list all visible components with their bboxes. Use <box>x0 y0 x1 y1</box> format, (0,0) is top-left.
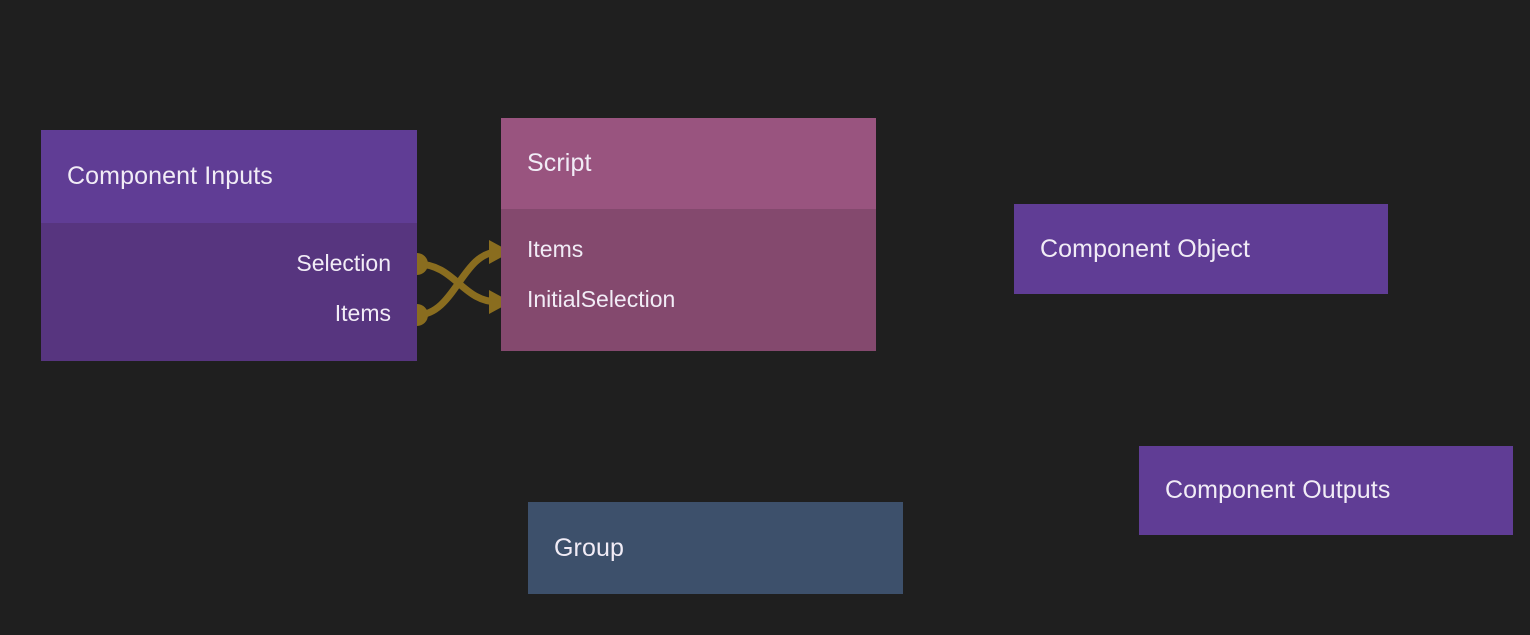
input-port-initialselection[interactable]: InitialSelection <box>501 274 876 324</box>
output-port-selection[interactable]: Selection <box>41 238 417 288</box>
wire-selection-to-initialselection <box>413 260 502 306</box>
node-group[interactable]: Group <box>528 502 903 594</box>
node-component-outputs[interactable]: Component Outputs <box>1139 446 1513 535</box>
input-port-label-items: Items <box>527 235 584 262</box>
node-body-script: Items InitialSelection <box>501 209 876 351</box>
node-component-inputs[interactable]: Component Inputs Selection Items <box>41 130 417 361</box>
input-port-items[interactable]: Items <box>501 224 876 274</box>
node-title-component-object: Component Object <box>1014 204 1388 294</box>
output-port-label-selection: Selection <box>296 249 391 276</box>
node-title-script: Script <box>501 118 876 209</box>
node-component-object[interactable]: Component Object <box>1014 204 1388 294</box>
node-title-component-outputs: Component Outputs <box>1139 446 1513 535</box>
wire-items-to-items <box>413 248 502 319</box>
node-title-group: Group <box>528 502 903 594</box>
output-port-items[interactable]: Items <box>41 288 417 338</box>
node-title-component-inputs: Component Inputs <box>41 130 417 223</box>
input-port-label-initialselection: InitialSelection <box>527 285 676 312</box>
output-port-label-items: Items <box>334 299 391 326</box>
node-body-component-inputs: Selection Items <box>41 223 417 361</box>
node-script[interactable]: Script Items InitialSelection <box>501 118 876 351</box>
